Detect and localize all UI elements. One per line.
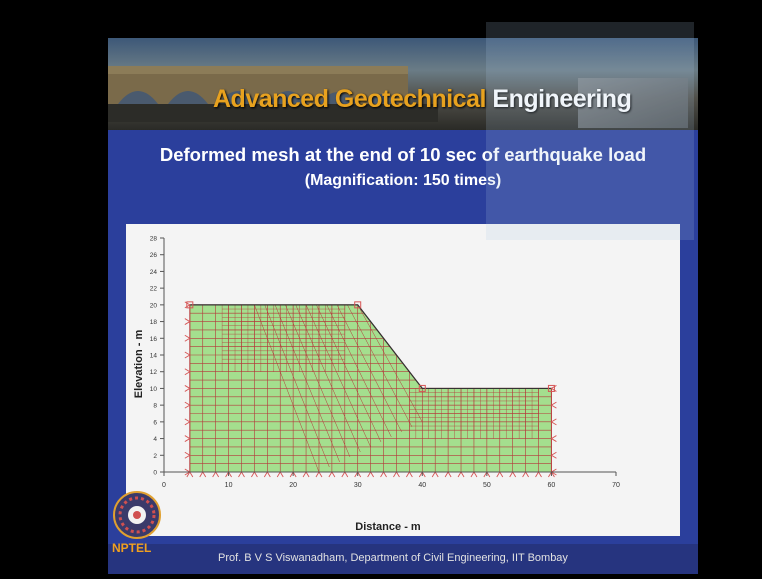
y-tick-label: 18 bbox=[150, 319, 158, 326]
y-tick-label: 28 bbox=[150, 236, 158, 243]
y-tick-label: 10 bbox=[150, 386, 158, 393]
mesh-line bbox=[326, 304, 392, 438]
base-support-marker bbox=[535, 471, 542, 478]
slide-banner: Advanced Geotechnical Engineering bbox=[108, 38, 698, 130]
mesh-line bbox=[295, 304, 361, 453]
mesh-grid bbox=[184, 301, 557, 478]
mesh-line bbox=[357, 304, 423, 422]
left-support-marker bbox=[184, 418, 191, 426]
x-tick-label: 60 bbox=[548, 482, 556, 489]
y-tick-label: 8 bbox=[153, 403, 157, 410]
profile-node-marker bbox=[418, 384, 426, 392]
left-support-marker bbox=[184, 451, 191, 459]
lecture-slide: Advanced Geotechnical Engineering Deform… bbox=[108, 38, 698, 574]
y-tick-label: 4 bbox=[153, 436, 157, 443]
base-support-marker bbox=[199, 471, 207, 478]
profile-node-marker bbox=[547, 384, 555, 392]
base-support-marker bbox=[251, 471, 258, 478]
base-support-marker bbox=[328, 471, 336, 478]
base-support-marker bbox=[457, 471, 465, 478]
x-tick-label: 40 bbox=[418, 482, 426, 489]
y-tick-label: 12 bbox=[150, 369, 158, 376]
base-support-marker bbox=[367, 471, 375, 478]
x-tick-label: 70 bbox=[612, 482, 620, 489]
y-tick-label: 24 bbox=[150, 269, 158, 276]
y-tick-label: 20 bbox=[150, 302, 158, 309]
base-support-marker bbox=[263, 471, 271, 478]
base-support-marker bbox=[509, 471, 517, 478]
y-axis-label: Elevation - m bbox=[133, 330, 145, 399]
base-support-marker bbox=[522, 471, 529, 478]
base-support-marker bbox=[212, 471, 220, 478]
left-support-marker bbox=[184, 318, 191, 325]
base-support-marker bbox=[431, 471, 439, 478]
base-support-marker bbox=[444, 471, 452, 478]
right-support-marker bbox=[550, 451, 557, 459]
right-support-marker bbox=[550, 435, 557, 442]
base-support-marker bbox=[341, 471, 349, 478]
base-support-marker bbox=[496, 471, 504, 478]
y-tick-label: 0 bbox=[153, 470, 157, 477]
base-support-marker bbox=[380, 471, 387, 478]
base-support-marker bbox=[238, 471, 245, 478]
base-support-marker bbox=[470, 471, 478, 478]
mesh-line bbox=[347, 304, 413, 427]
mesh-line bbox=[264, 304, 330, 468]
left-support-marker bbox=[184, 334, 191, 342]
credit-text: Prof. B V S Viswanadham, Department of C… bbox=[218, 552, 568, 564]
slide-heading: Deformed mesh at the end of 10 sec of ea… bbox=[159, 144, 647, 165]
x-tick-label: 10 bbox=[225, 482, 233, 489]
left-support-marker bbox=[184, 368, 191, 376]
right-support-marker bbox=[550, 401, 557, 409]
profile-node-marker bbox=[354, 301, 362, 309]
left-support-marker bbox=[184, 385, 191, 392]
x-tick-label: 0 bbox=[162, 482, 166, 489]
course-title: Advanced Geotechnical Engineering bbox=[213, 85, 632, 113]
slide-footer: Prof. B V S Viswanadham, Department of C… bbox=[108, 544, 698, 574]
mesh-line bbox=[254, 304, 320, 472]
banner-photo bbox=[578, 78, 688, 128]
left-support-marker bbox=[184, 401, 191, 409]
ground-surface bbox=[189, 304, 552, 390]
x-tick-label: 20 bbox=[289, 482, 297, 489]
slide-subheading: (Magnification: 150 times) bbox=[304, 172, 502, 189]
base-support-marker bbox=[405, 471, 413, 478]
base-support-marker bbox=[315, 471, 323, 478]
y-tick-label: 14 bbox=[150, 353, 158, 360]
profile-node-marker bbox=[186, 301, 194, 309]
base-support-marker bbox=[276, 471, 284, 478]
mesh-line bbox=[274, 304, 340, 463]
mesh-line bbox=[305, 304, 371, 448]
y-tick-label: 16 bbox=[150, 336, 158, 343]
mesh-line bbox=[316, 304, 382, 443]
y-tick-label: 22 bbox=[150, 286, 158, 293]
x-tick-label: 30 bbox=[354, 482, 362, 489]
nptel-logo-text: NPTEL bbox=[112, 541, 152, 555]
left-support-marker bbox=[184, 435, 191, 442]
y-tick-label: 26 bbox=[150, 252, 158, 259]
base-support-marker bbox=[393, 471, 400, 478]
x-axis-label: Distance - m bbox=[355, 521, 421, 533]
base-support-marker bbox=[302, 471, 310, 478]
y-tick-label: 2 bbox=[153, 453, 157, 460]
mesh-line bbox=[336, 304, 402, 432]
nptel-logo-icon bbox=[113, 491, 161, 539]
mesh-line bbox=[285, 304, 351, 458]
x-tick-label: 50 bbox=[483, 482, 491, 489]
screen-glare bbox=[486, 22, 694, 240]
video-frame: Advanced Geotechnical Engineering Deform… bbox=[8, 8, 754, 574]
aqueduct-image bbox=[108, 66, 438, 122]
left-support-marker bbox=[184, 351, 191, 359]
right-support-marker bbox=[550, 418, 557, 426]
y-tick-label: 6 bbox=[153, 419, 157, 426]
